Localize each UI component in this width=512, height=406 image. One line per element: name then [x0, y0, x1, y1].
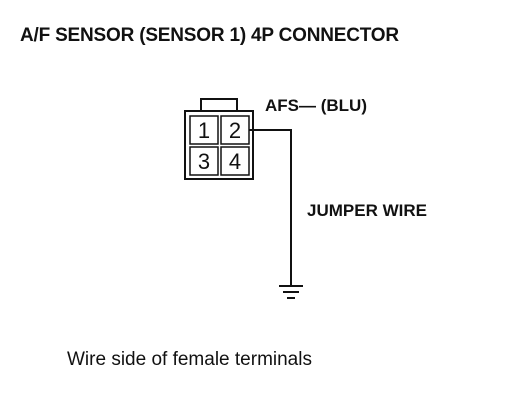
pin-cell-1	[189, 115, 219, 145]
pin-number-4: 4	[229, 149, 241, 174]
pin-cell-3	[189, 146, 219, 176]
pin-number-1: 1	[198, 118, 210, 143]
afs-wire-label: AFS— (BLU)	[265, 96, 367, 115]
diagram-title: A/F SENSOR (SENSOR 1) 4P CONNECTOR	[20, 25, 399, 46]
jumper-wire	[249, 129, 292, 286]
diagram-caption: Wire side of female terminals	[67, 349, 312, 370]
pin-cell-4	[220, 146, 250, 176]
pin-number-2: 2	[229, 118, 241, 143]
connector-latch	[200, 98, 238, 112]
pin-number-3: 3	[198, 149, 210, 174]
ground-icon	[279, 285, 303, 299]
jumper-wire-label: JUMPER WIRE	[307, 201, 427, 220]
connector-housing	[184, 110, 254, 180]
